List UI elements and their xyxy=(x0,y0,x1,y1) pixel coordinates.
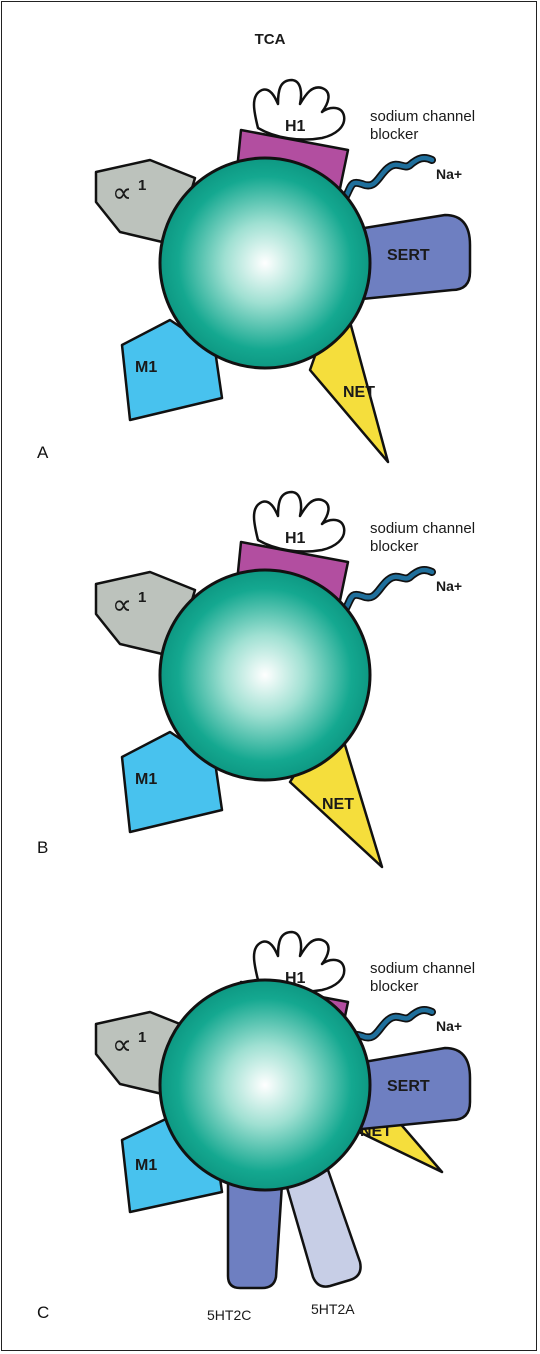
h1-receptor xyxy=(252,490,346,553)
na-label: Na+ xyxy=(436,166,462,182)
tca-molecule xyxy=(158,568,372,782)
net-label: NET xyxy=(322,796,354,813)
panel-letter-b: B xyxy=(37,838,48,857)
sodium-channel-wire xyxy=(340,153,436,204)
panel-letter-c: C xyxy=(37,1303,49,1322)
m1-label: M1 xyxy=(135,771,157,788)
h1-label: H1 xyxy=(285,530,306,547)
sert-label: SERT xyxy=(387,1078,430,1095)
ht2c-receptor xyxy=(226,1180,284,1290)
sodium-channel-wire xyxy=(340,565,436,616)
panel-b: ∝ 1 M1 NET H1 sodium channel blocker Na+… xyxy=(37,490,475,869)
alpha-symbol: ∝ xyxy=(112,1029,132,1060)
alpha-subscript: 1 xyxy=(138,1029,146,1046)
panel-a: ∝ 1 M1 NET SERT H1 sodium channel blocke… xyxy=(37,78,475,464)
h1-receptor xyxy=(252,930,346,993)
blocker-label: blocker xyxy=(370,126,418,143)
blocker-label: blocker xyxy=(370,978,418,995)
blocker-label: blocker xyxy=(370,538,418,555)
tca-molecule xyxy=(158,978,372,1192)
m1-label: M1 xyxy=(135,359,157,376)
alpha-subscript: 1 xyxy=(138,177,146,194)
alpha-symbol: ∝ xyxy=(112,177,132,208)
panel-letter-a: A xyxy=(37,443,49,462)
sert-label: SERT xyxy=(387,247,430,264)
h1-receptor xyxy=(252,78,346,141)
na-label: Na+ xyxy=(436,1018,462,1034)
h1-label: H1 xyxy=(285,118,306,135)
sodium-label: sodium channel xyxy=(370,960,475,977)
diagram-title: TCA xyxy=(255,31,286,48)
sert-transporter xyxy=(350,1046,472,1132)
alpha-subscript: 1 xyxy=(138,589,146,606)
ht2a-receptor xyxy=(284,1168,362,1288)
na-label: Na+ xyxy=(436,578,462,594)
ht2a-label: 5HT2A xyxy=(311,1301,355,1317)
sodium-label: sodium channel xyxy=(370,108,475,125)
panel-c: ∝ 1 5HT2C 5HT2A M1 NET SERT H1 sodium ch… xyxy=(37,930,475,1323)
ht2c-label: 5HT2C xyxy=(207,1307,251,1323)
m1-label: M1 xyxy=(135,1157,157,1174)
m1-receptor xyxy=(120,730,224,834)
m1-receptor xyxy=(120,318,224,422)
net-label: NET xyxy=(343,384,375,401)
sert-transporter xyxy=(350,213,472,302)
tca-molecule xyxy=(158,156,372,370)
sodium-label: sodium channel xyxy=(370,520,475,537)
alpha-symbol: ∝ xyxy=(112,589,132,620)
